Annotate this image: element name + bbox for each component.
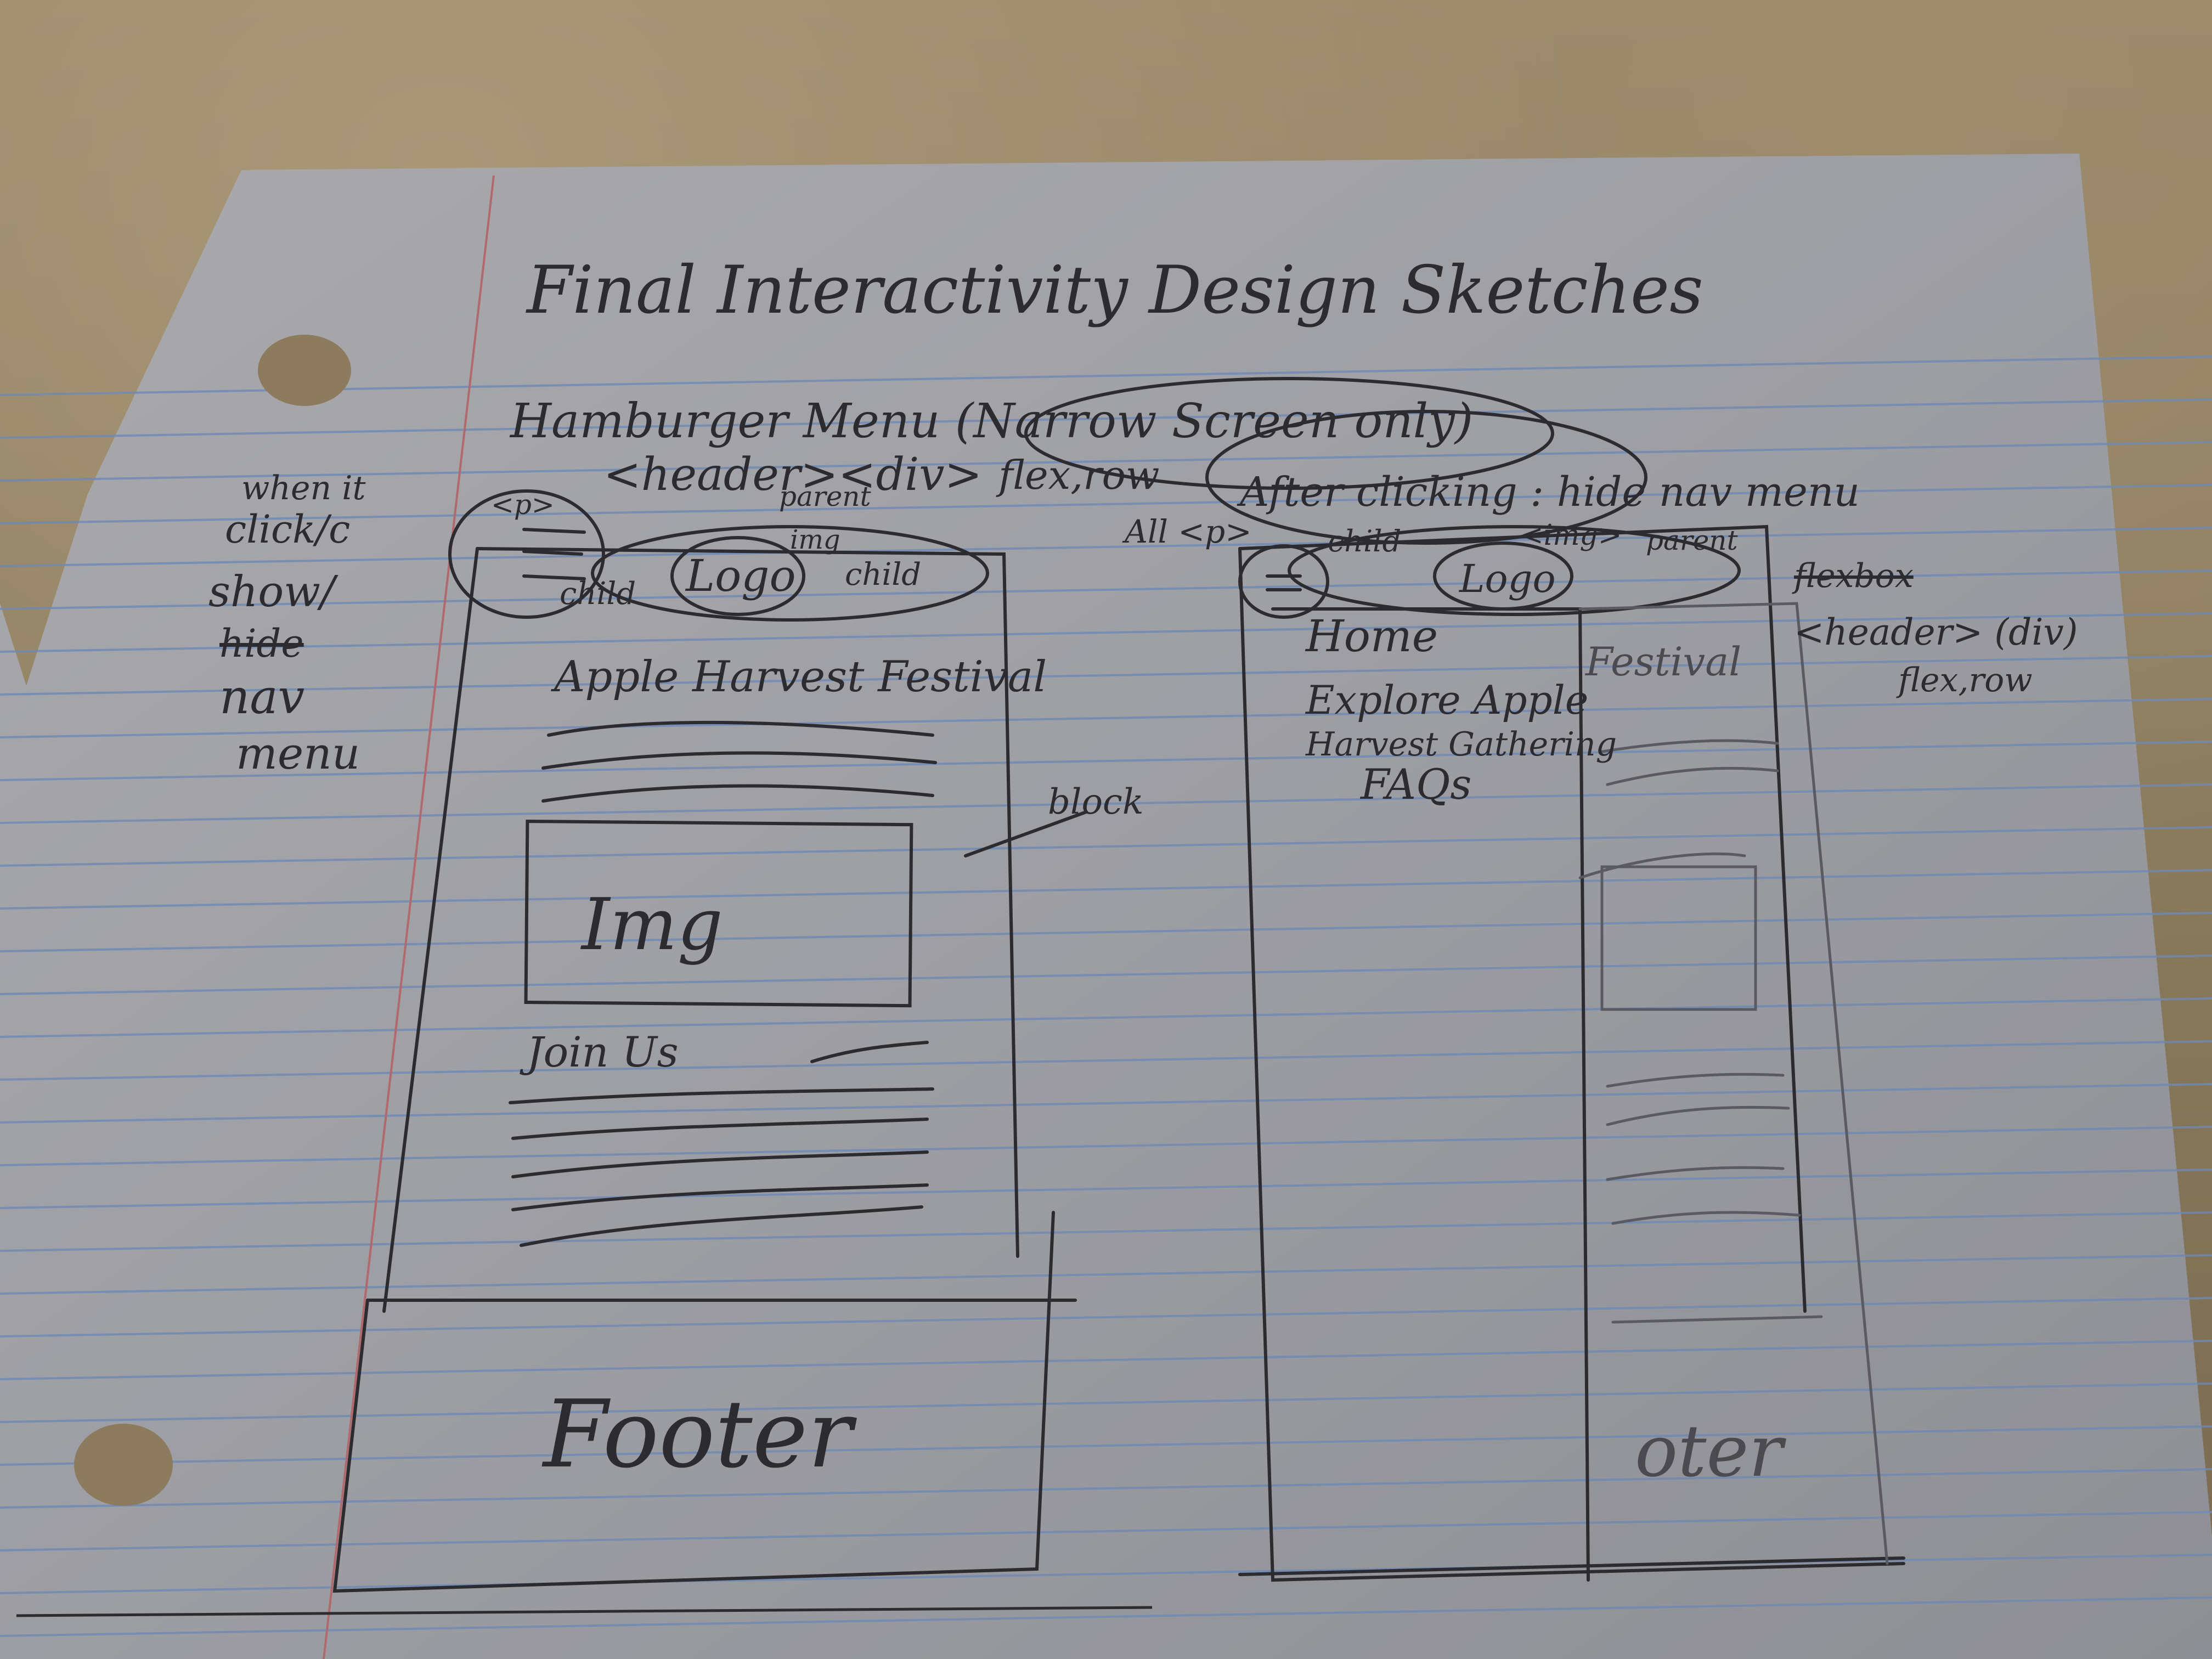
left-logo: Logo	[686, 550, 796, 601]
ruled-line	[0, 1040, 2212, 1081]
ruled-line	[0, 912, 2212, 952]
ruled-line	[0, 569, 2212, 610]
right-parent-note: parent	[1646, 524, 1738, 556]
left-block-note: block	[1048, 782, 1144, 822]
left-sketch	[332, 489, 1088, 1593]
side-note: when it click/c show/ hide nav menu	[208, 472, 366, 776]
ruled-line	[0, 1169, 2212, 1209]
ruled-line	[0, 398, 2212, 439]
left-child-right: child	[845, 557, 922, 592]
ruled-line	[0, 1383, 2212, 1423]
right-img-tag: <img>	[1520, 519, 1622, 552]
nav-item-explore-apple: Explore Apple	[1306, 677, 1589, 723]
ruled-line	[0, 612, 2212, 653]
right-flexbox-note: flexbox	[1794, 557, 1914, 595]
right-sketch-faint	[1578, 602, 1889, 1565]
ruled-line	[0, 1468, 2212, 1509]
side-note-line: when it	[241, 469, 366, 507]
ruled-line	[0, 356, 2212, 396]
ruled-line	[0, 997, 2212, 1038]
ruled-line	[0, 441, 2212, 482]
side-note-line-struck: hide	[219, 621, 304, 666]
nav-item-faqs: FAQs	[1361, 760, 1472, 809]
left-img-tag: img	[790, 524, 840, 555]
margin-line	[323, 175, 495, 1659]
header-div-note: <header><div>	[603, 449, 983, 501]
left-footer: Footer	[543, 1380, 853, 1489]
ruled-line	[0, 484, 2212, 524]
left-heading: Apple Harvest Festival	[554, 652, 1047, 702]
ruled-line	[0, 741, 2212, 781]
left-img-box-label: Img	[582, 883, 723, 966]
side-note-line: nav	[219, 670, 305, 725]
ruled-lines	[0, 356, 2212, 1637]
ruled-line	[0, 1596, 2212, 1637]
flex-row-note: flex,row	[998, 452, 1160, 498]
nav-item-harvest-gathering: Harvest Gathering	[1306, 725, 1617, 764]
ruled-line	[0, 869, 2212, 910]
left-child-left: child	[560, 576, 636, 612]
nav-item-home: Home	[1306, 611, 1438, 662]
right-logo: Logo	[1459, 556, 1556, 601]
right-festival: Festival	[1585, 639, 1742, 685]
punch-hole	[258, 335, 351, 406]
hamburger-heading: Hamburger Menu (Narrow Screen only)	[510, 394, 1474, 449]
parent-note: parent	[779, 481, 871, 512]
ruled-line	[0, 1340, 2212, 1380]
ruled-line	[0, 1126, 2212, 1166]
left-join-us: Join Us	[527, 1028, 679, 1076]
ruled-line	[0, 655, 2212, 696]
right-sketch	[1024, 377, 1905, 1582]
right-header-note: <header> (div)	[1794, 611, 2078, 653]
after-click-note: After clicking : hide nav menu	[1240, 469, 1860, 516]
ruled-line	[0, 1211, 2212, 1252]
ruled-line	[0, 1425, 2212, 1466]
side-note-line: menu	[236, 728, 360, 779]
ruled-line	[0, 826, 2212, 867]
left-p-label: <p>	[491, 489, 555, 521]
right-p-label: All <p>	[1125, 513, 1252, 550]
bottom-stroke	[16, 1606, 1153, 1617]
ruled-line	[0, 783, 2212, 824]
ruled-line	[0, 1254, 2212, 1295]
right-nav-menu: Home Explore Apple Harvest Gathering FAQ…	[1306, 611, 1617, 805]
ruled-line	[0, 1297, 2212, 1338]
punch-hole	[74, 1424, 173, 1506]
ruled-line	[0, 1511, 2212, 1551]
ruled-line	[0, 527, 2212, 567]
right-child-left: child	[1328, 524, 1402, 558]
ruled-line	[0, 698, 2212, 738]
side-note-line: click/c	[225, 507, 351, 552]
right-flex-note: flex,row	[1898, 661, 2033, 699]
sheet-title: Final Interactivity Design Sketches	[527, 252, 1703, 329]
right-footer-fragment: oter	[1635, 1409, 1783, 1493]
side-note-line: show/	[208, 567, 335, 617]
ruled-line	[0, 955, 2212, 995]
